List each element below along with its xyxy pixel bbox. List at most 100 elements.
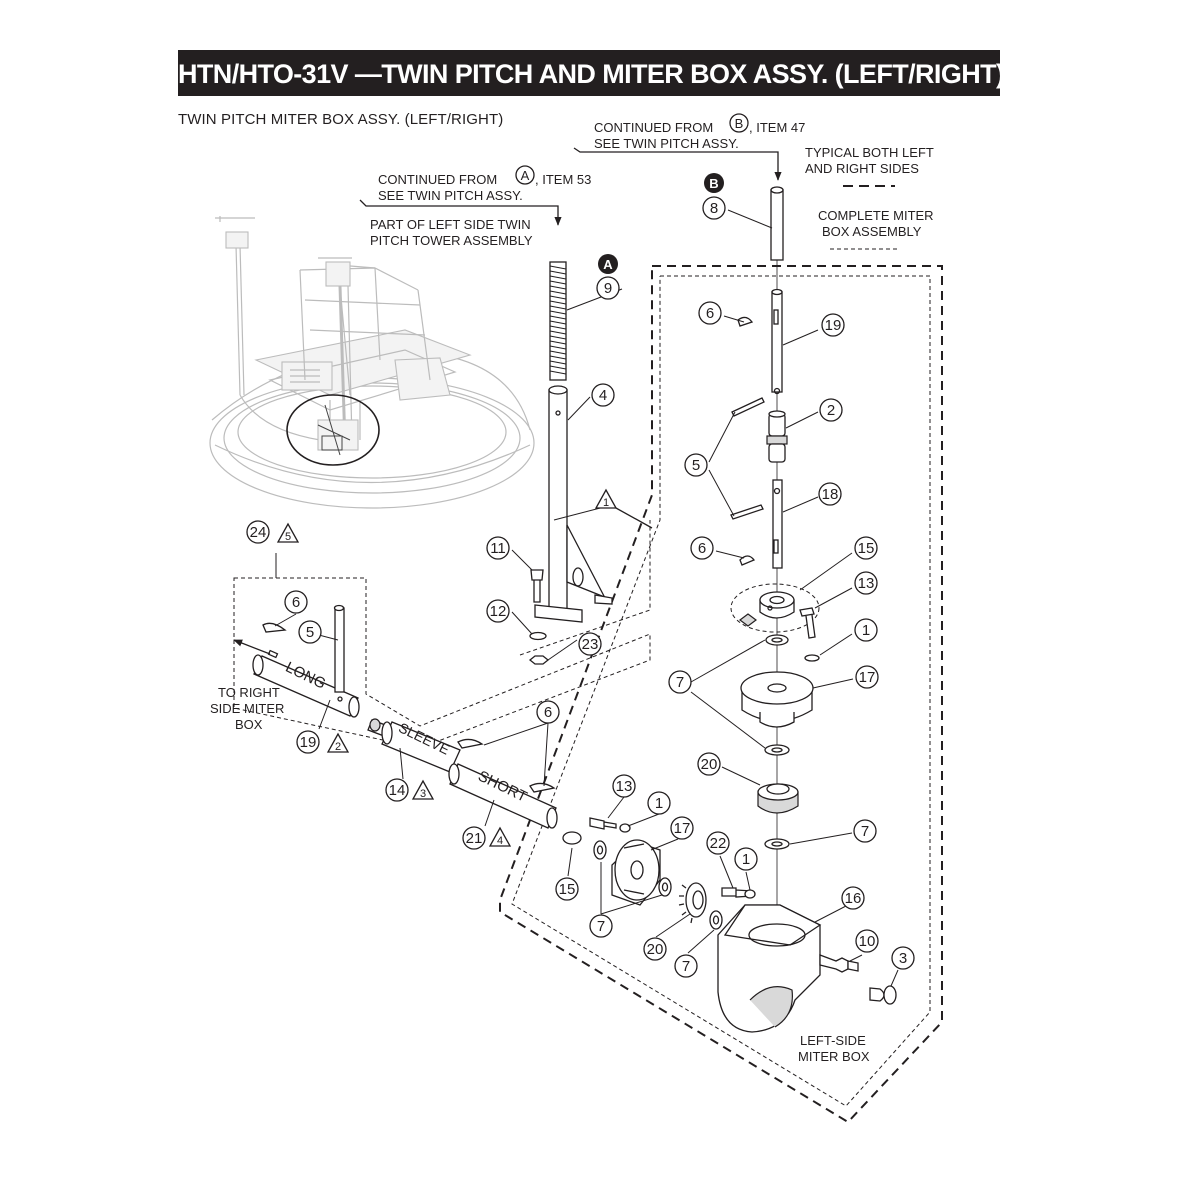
callout-16: 16 bbox=[841, 886, 865, 910]
svg-text:22: 22 bbox=[710, 835, 727, 852]
svg-text:3: 3 bbox=[420, 788, 426, 800]
svg-text:6: 6 bbox=[544, 704, 552, 721]
callout-15: 15 bbox=[555, 877, 579, 901]
svg-text:5: 5 bbox=[692, 457, 700, 474]
svg-text:13: 13 bbox=[858, 575, 875, 592]
svg-text:1: 1 bbox=[655, 795, 663, 812]
svg-text:7: 7 bbox=[597, 918, 605, 935]
callout-bubbles: 8 9 4 6 19 2 5 18 6 15 13 1 17 7 20 7 11… bbox=[246, 196, 915, 978]
svg-text:CONTINUED FROM: CONTINUED FROM bbox=[594, 120, 713, 135]
left-side-miter-box-label: LEFT-SIDE bbox=[800, 1033, 866, 1048]
callout-21: 21 bbox=[462, 826, 486, 850]
svg-text:B: B bbox=[709, 176, 718, 191]
svg-text:6: 6 bbox=[292, 594, 300, 611]
callout-1: 1 bbox=[647, 791, 671, 815]
svg-text:SEE TWIN PITCH ASSY.: SEE TWIN PITCH ASSY. bbox=[378, 188, 523, 203]
svg-text:7: 7 bbox=[676, 674, 684, 691]
svg-text:10: 10 bbox=[859, 933, 876, 950]
continued-from-b-note: CONTINUED FROM B , ITEM 47 SEE TWIN PITC… bbox=[573, 113, 805, 181]
svg-text:9: 9 bbox=[604, 280, 612, 297]
svg-text:7: 7 bbox=[861, 823, 869, 840]
callout-15: 15 bbox=[854, 536, 878, 560]
callout-3: 3 bbox=[891, 946, 915, 970]
svg-text:4: 4 bbox=[497, 835, 503, 847]
callout-19: 19 bbox=[296, 730, 320, 754]
callout-11: 11 bbox=[486, 536, 510, 560]
callout-5: 5 bbox=[298, 620, 322, 644]
title-bar: HTN/HTO-31V —TWIN PITCH AND MITER BOX AS… bbox=[178, 50, 1005, 96]
callout-17: 17 bbox=[670, 816, 694, 840]
callout-23: 23 bbox=[578, 632, 602, 656]
svg-text:5: 5 bbox=[285, 531, 291, 543]
callout-18: 18 bbox=[818, 482, 842, 506]
svg-text:8: 8 bbox=[710, 200, 718, 217]
svg-text:5: 5 bbox=[306, 624, 314, 641]
left-side-miter-box bbox=[717, 887, 897, 1033]
marker-b bbox=[704, 173, 724, 193]
callout-10: 10 bbox=[855, 929, 879, 953]
callout-7: 7 bbox=[589, 914, 613, 938]
legend-complete-label: COMPLETE MITER bbox=[818, 208, 934, 223]
callout-6: 6 bbox=[698, 301, 722, 325]
svg-text:14: 14 bbox=[389, 782, 406, 799]
callout-22: 22 bbox=[706, 831, 730, 855]
vertical-drive-shafts bbox=[730, 186, 788, 930]
svg-text:BOX: BOX bbox=[235, 717, 263, 732]
callout-19: 19 bbox=[821, 313, 845, 337]
callout-7: 7 bbox=[668, 670, 692, 694]
to-right-note: TO RIGHT bbox=[218, 685, 280, 700]
svg-text:SIDE MITER: SIDE MITER bbox=[210, 701, 284, 716]
tie-rod-kit-outline bbox=[233, 577, 651, 749]
svg-text:6: 6 bbox=[698, 540, 706, 557]
callout-1: 1 bbox=[854, 618, 878, 642]
svg-text:12: 12 bbox=[490, 603, 507, 620]
callout-2: 2 bbox=[819, 398, 843, 422]
svg-text:1: 1 bbox=[742, 851, 750, 868]
machine-context-illustration bbox=[209, 216, 535, 509]
svg-text:A: A bbox=[521, 168, 530, 183]
line-legend: TYPICAL BOTH LEFT AND RIGHT SIDES COMPLE… bbox=[805, 145, 934, 250]
continued-from-a-note: CONTINUED FROM A , ITEM 53 SEE TWIN PITC… bbox=[359, 165, 591, 248]
svg-text:21: 21 bbox=[466, 830, 483, 847]
svg-text:15: 15 bbox=[858, 540, 875, 557]
callout-7: 7 bbox=[853, 819, 877, 843]
callout-13: 13 bbox=[612, 774, 636, 798]
callout-12: 12 bbox=[486, 599, 510, 623]
svg-text:20: 20 bbox=[701, 756, 718, 773]
callout-14: 14 bbox=[385, 778, 409, 802]
svg-text:A: A bbox=[603, 257, 613, 272]
svg-text:, ITEM 47: , ITEM 47 bbox=[749, 120, 805, 135]
svg-text:20: 20 bbox=[647, 941, 664, 958]
vertical-bearing-stack bbox=[730, 583, 820, 850]
svg-text:19: 19 bbox=[300, 734, 317, 751]
note-triangles: 1 5 2 3 4 bbox=[276, 488, 653, 847]
svg-text:16: 16 bbox=[845, 890, 862, 907]
svg-text:CONTINUED FROM: CONTINUED FROM bbox=[378, 172, 497, 187]
svg-text:17: 17 bbox=[674, 820, 691, 837]
callout-6: 6 bbox=[536, 700, 560, 724]
svg-text:1: 1 bbox=[862, 622, 870, 639]
callout-9: 9 bbox=[596, 276, 620, 300]
callout-5: 5 bbox=[684, 453, 708, 477]
complete-miter-box-outline bbox=[499, 265, 943, 1124]
callout-20: 20 bbox=[697, 752, 721, 776]
svg-text:SEE TWIN PITCH ASSY.: SEE TWIN PITCH ASSY. bbox=[594, 136, 739, 151]
horizontal-bearing-stack bbox=[562, 817, 723, 930]
svg-text:, ITEM 53: , ITEM 53 bbox=[535, 172, 591, 187]
cross-shaft-assembly: LONG SLEEVE SHORT bbox=[233, 604, 558, 829]
svg-text:3: 3 bbox=[899, 950, 907, 967]
callout-13: 13 bbox=[854, 571, 878, 595]
callout-7: 7 bbox=[674, 954, 698, 978]
legend-typical-label-2: AND RIGHT SIDES bbox=[805, 161, 919, 176]
leader-lines bbox=[274, 209, 899, 987]
svg-text:4: 4 bbox=[599, 387, 607, 404]
svg-text:MITER BOX: MITER BOX bbox=[798, 1049, 870, 1064]
part-of-tower-note: PART OF LEFT SIDE TWIN bbox=[370, 217, 531, 232]
callout-6: 6 bbox=[690, 536, 714, 560]
typical-sides-outline bbox=[511, 275, 931, 1107]
svg-text:19: 19 bbox=[825, 317, 842, 334]
svg-text:6: 6 bbox=[706, 305, 714, 322]
callout-17: 17 bbox=[855, 665, 879, 689]
legend-complete-label-2: BOX ASSEMBLY bbox=[822, 224, 922, 239]
